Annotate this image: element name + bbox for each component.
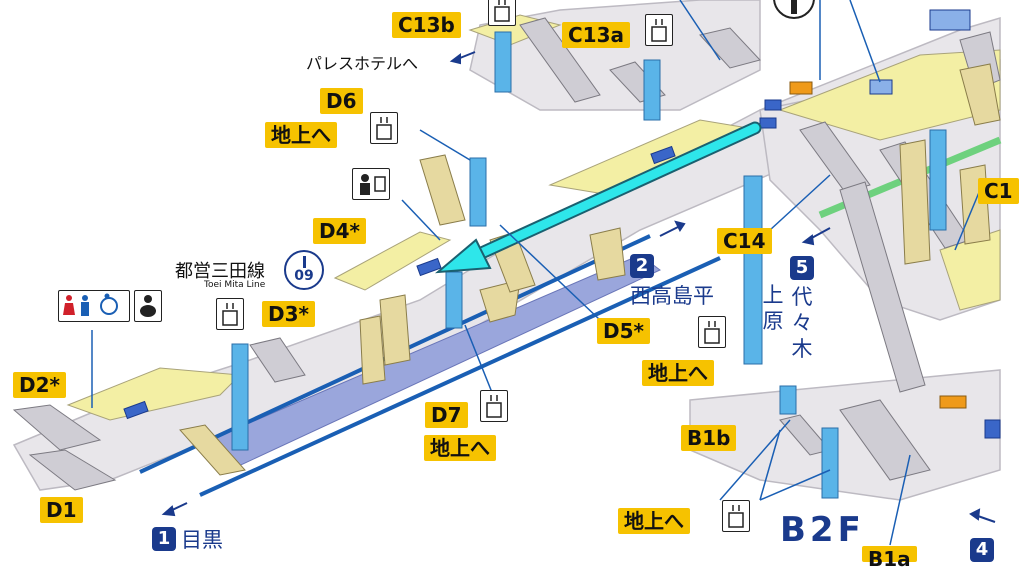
station-staff-icon xyxy=(352,168,390,200)
floor-indicator: B2F xyxy=(780,510,865,550)
exit-label-b1b: B1b xyxy=(681,425,737,451)
ground-label-d7: 地上へ xyxy=(424,435,496,461)
exit-label-c1-partial: C1 xyxy=(978,178,1019,204)
wheelchair-icon xyxy=(100,297,118,315)
ground-label-c14: 地上へ xyxy=(642,360,714,386)
palace-hotel-text: パレスホテルへ xyxy=(306,54,419,73)
elevator-icon xyxy=(488,0,516,26)
elevator-icon xyxy=(370,112,398,144)
elevator-icon xyxy=(698,316,726,348)
elevator-pillars xyxy=(231,31,947,499)
elevator-icon xyxy=(216,298,244,330)
exit-label-b1a: B1a xyxy=(862,546,917,571)
exit-label-d1: D1 xyxy=(40,497,83,523)
exit-label-d6: D6 xyxy=(320,88,363,114)
exit-label-d4: D4* xyxy=(313,218,366,244)
direction-number-5: 5 xyxy=(790,256,814,280)
orange-box-1 xyxy=(789,81,813,95)
exit-label-c13b: C13b xyxy=(392,12,461,38)
toilet-icon xyxy=(58,290,130,322)
exit-label-c14: C14 xyxy=(717,228,772,254)
platform-d2-area xyxy=(66,367,242,421)
direction-number-1: 1 xyxy=(152,527,176,551)
route-arrow-head xyxy=(434,238,492,274)
line-name-en: Toei Mita Line xyxy=(204,280,266,290)
line-name-ja: 都営三田線 xyxy=(175,261,265,282)
direction-number-4: 4 xyxy=(970,538,994,562)
ground-label-d6: 地上へ xyxy=(265,122,337,148)
exit-label-d5: D5* xyxy=(597,318,650,344)
line-letter-mark xyxy=(303,256,306,268)
direction-uehara: 上 原 xyxy=(762,283,784,333)
direction-yoyogi: 代 々 木 xyxy=(791,285,813,361)
leader-lines xyxy=(91,0,981,546)
mita-track-lower xyxy=(199,256,721,497)
line-badge: 09 xyxy=(284,250,324,290)
station-number: 09 xyxy=(294,268,314,284)
elevator-icon xyxy=(722,500,750,532)
exit-label-d3: D3* xyxy=(262,301,315,327)
platform-d4-area xyxy=(333,231,452,291)
direction-number-2: 2 xyxy=(630,254,654,278)
direction-nishi-takashimadaira: 西高島平 xyxy=(630,284,714,308)
exit-label-d2: D2* xyxy=(13,372,66,398)
station-map: C13b C13a D6 地上へ D4* D3* D2* D1 D7 地上へ D… xyxy=(12,0,1019,571)
elevator-icon xyxy=(645,14,673,46)
orange-box-2 xyxy=(939,395,967,409)
ticket-gates xyxy=(123,9,1001,439)
direction-arrows xyxy=(161,51,996,523)
elevator-icon xyxy=(480,390,508,422)
direction-meguro: 目黒 xyxy=(181,528,223,552)
exit-label-c13a: C13a xyxy=(562,22,631,48)
map-graphic xyxy=(12,0,1002,546)
ground-label-b1b: 地上へ xyxy=(618,508,690,534)
baby-care-icon xyxy=(134,290,162,322)
exit-label-d7: D7 xyxy=(425,402,468,428)
